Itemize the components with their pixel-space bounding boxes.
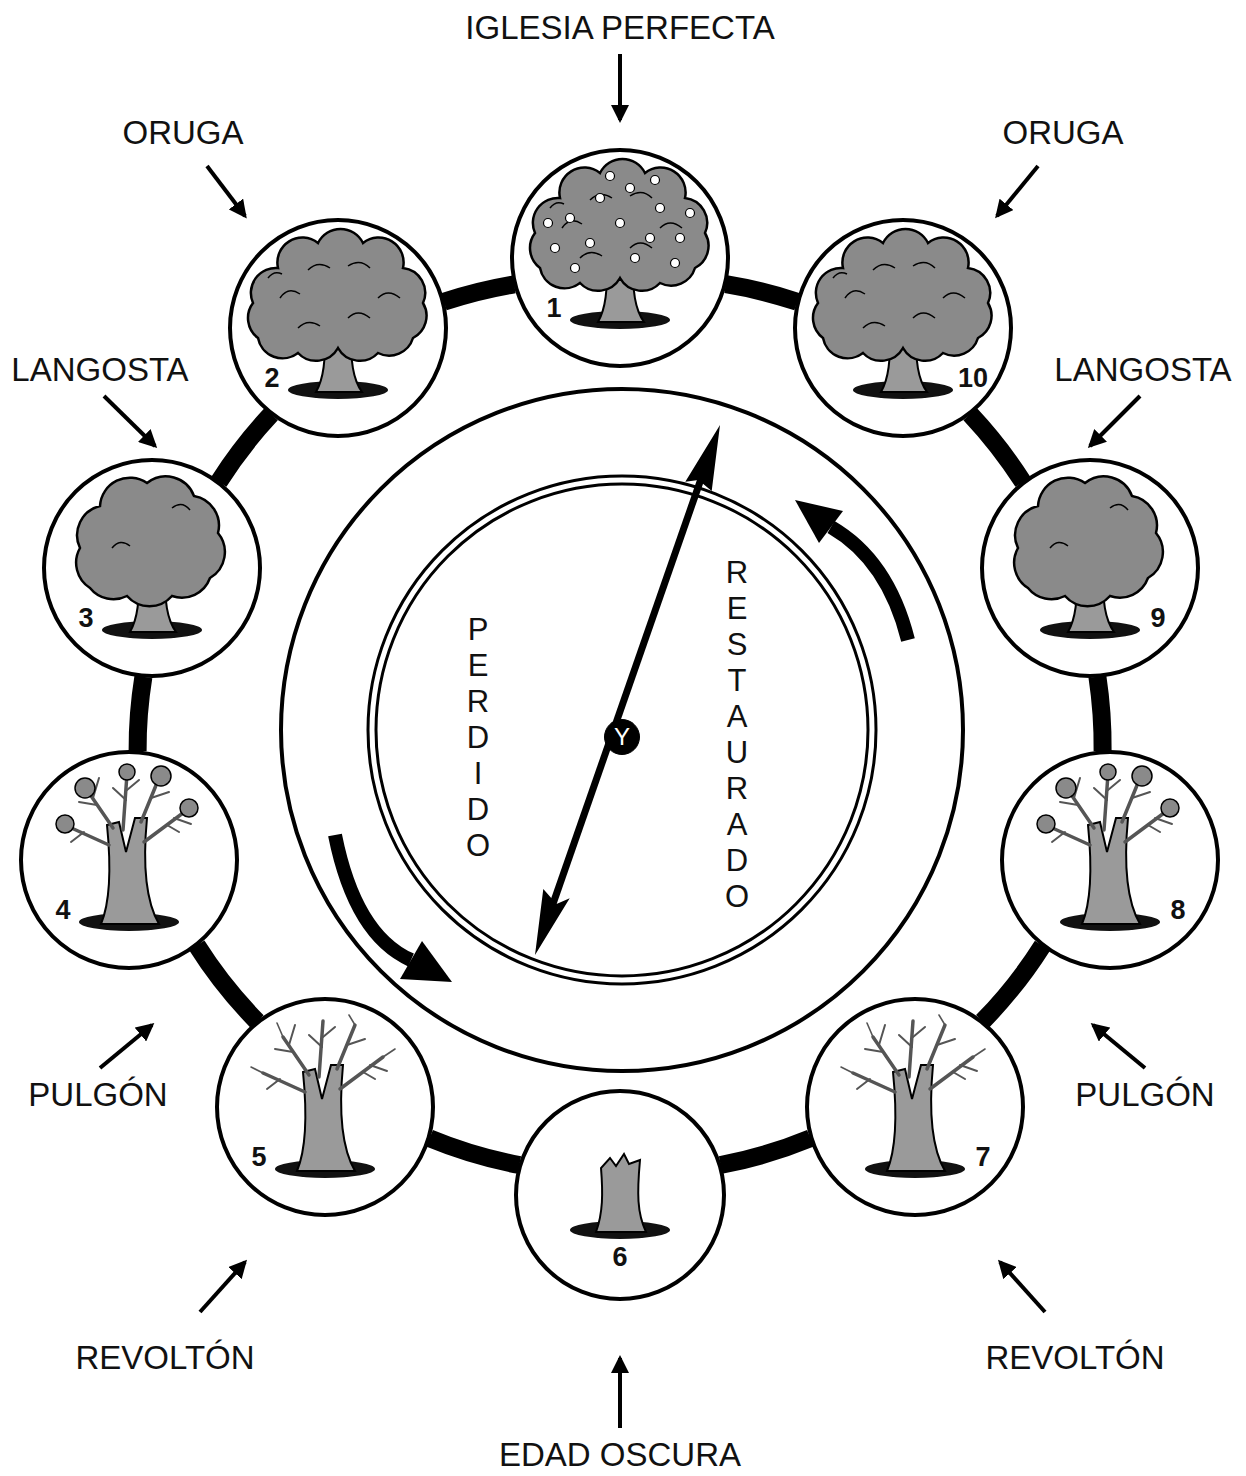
tree-circle: 5 <box>215 997 435 1217</box>
stage-label: PULGÓN <box>1075 1076 1214 1114</box>
stage-label: REVOLTÓN <box>985 1339 1164 1377</box>
tree-circle: 10 <box>793 218 1013 438</box>
circle-outline <box>1000 750 1220 970</box>
ring-segment <box>219 414 271 482</box>
stage-label: ORUGA <box>1002 114 1123 152</box>
tree-circle: 9 <box>980 458 1200 678</box>
circle-outline <box>805 997 1025 1217</box>
tree-circle: 7 <box>805 997 1025 1217</box>
tree-circle: 8 <box>1000 750 1220 970</box>
circle-outline <box>215 997 435 1217</box>
circle-outline <box>980 458 1200 678</box>
stage-number: 8 <box>1170 895 1185 925</box>
circle-outline <box>19 750 239 970</box>
stage-number: 9 <box>1150 603 1165 633</box>
stage-label: EDAD OSCURA <box>499 1436 741 1474</box>
stage-number: 6 <box>612 1242 627 1272</box>
center-dot: Y <box>604 719 640 755</box>
stage-number: 7 <box>975 1142 990 1172</box>
dot-letter: Y <box>614 723 630 751</box>
stage-label: LANGOSTA <box>1054 351 1231 389</box>
tree-circle: 4 <box>19 750 239 970</box>
stage-number: 10 <box>958 363 988 393</box>
ring-segment <box>444 284 514 301</box>
stage-number: 5 <box>251 1142 266 1172</box>
stage-label: LANGOSTA <box>11 351 188 389</box>
circle-outline <box>42 458 262 678</box>
tree-circle: 3 <box>42 458 262 678</box>
tree-circle: 6 <box>514 1089 726 1301</box>
stage-label: ORUGA <box>122 114 243 152</box>
ring-segment <box>1097 677 1102 752</box>
circle-outline <box>228 218 448 438</box>
ring-segment <box>138 677 144 752</box>
vertical-word: RESTAURADO <box>724 555 750 915</box>
ring-segment <box>721 1138 811 1165</box>
ring-segment <box>983 946 1043 1022</box>
tree-circle: 1 <box>510 148 730 368</box>
tree-circle: 2 <box>228 218 448 438</box>
stage-label: PULGÓN <box>28 1076 167 1114</box>
circle-outline <box>510 148 730 368</box>
center-dial: PERDIDO RESTAURADO Y <box>279 387 965 1073</box>
ring-segment <box>197 945 257 1021</box>
stage-number: 4 <box>55 895 70 925</box>
stage-number: 1 <box>546 293 561 323</box>
ring-segment <box>970 414 1023 482</box>
circle-outline <box>793 218 1013 438</box>
stage-number: 3 <box>78 603 93 633</box>
stage-number: 2 <box>264 363 279 393</box>
stage-label: REVOLTÓN <box>75 1339 254 1377</box>
stage-label: IGLESIA PERFECTA <box>465 9 774 47</box>
ring-segment <box>726 284 797 302</box>
ring-segment <box>430 1138 520 1165</box>
vertical-word: PERDIDO <box>465 612 491 864</box>
